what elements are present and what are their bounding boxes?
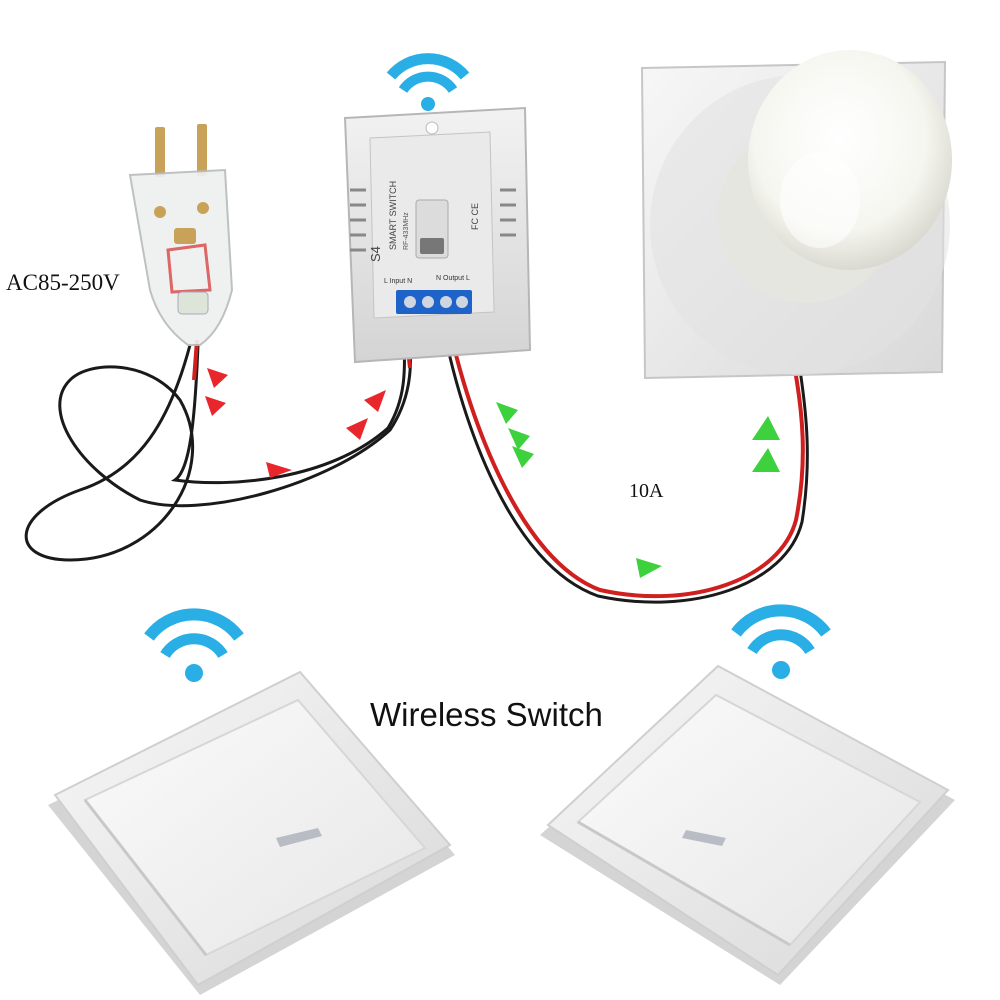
arrow-green	[636, 558, 662, 578]
indicator-slot	[276, 828, 322, 847]
arrow-red	[364, 390, 386, 412]
lamp-icon	[640, 50, 952, 380]
wall-switch-icon	[540, 664, 955, 985]
input-flow-arrows	[205, 368, 386, 478]
current-rating-label: 10A	[629, 480, 664, 502]
wifi-signal-icon	[731, 604, 831, 679]
arrow-green	[752, 416, 780, 440]
indicator-slot	[682, 830, 726, 846]
input-terminal-text: L Input N	[384, 278, 412, 285]
receiver-cert-text: FC CE	[470, 203, 480, 230]
arrow-green	[508, 428, 530, 450]
receiver-product-text: SMART SWITCH	[388, 181, 398, 250]
output-flow-arrows	[496, 402, 780, 578]
neutral-wire-loop	[24, 339, 413, 562]
output-terminal-text: N Output L	[436, 275, 470, 282]
arrow-green	[496, 402, 518, 424]
wifi-signal-icon	[386, 53, 470, 111]
output-wire-pair	[448, 329, 805, 599]
wall-switch-icon	[48, 670, 455, 995]
red-input-wire	[192, 339, 199, 381]
smart-switch-receiver: S4 SMART SWITCH RF-433MHz FC CE L Input …	[343, 106, 532, 364]
product-title: Wireless Switch	[370, 696, 603, 733]
arrow-red	[266, 462, 292, 478]
arrow-red	[205, 396, 226, 416]
arrow-red	[207, 368, 228, 388]
wifi-signal-icon	[144, 608, 244, 682]
receiver-model-text: RF-433MHz	[403, 212, 410, 250]
arrow-red	[346, 418, 368, 440]
arrow-green	[512, 446, 534, 468]
receiver-brand-text: S4	[368, 246, 383, 262]
live-wire-input	[170, 339, 406, 485]
voltage-label: AC85-250V	[6, 270, 120, 295]
plug-icon	[128, 124, 234, 346]
arrow-green	[752, 448, 780, 472]
